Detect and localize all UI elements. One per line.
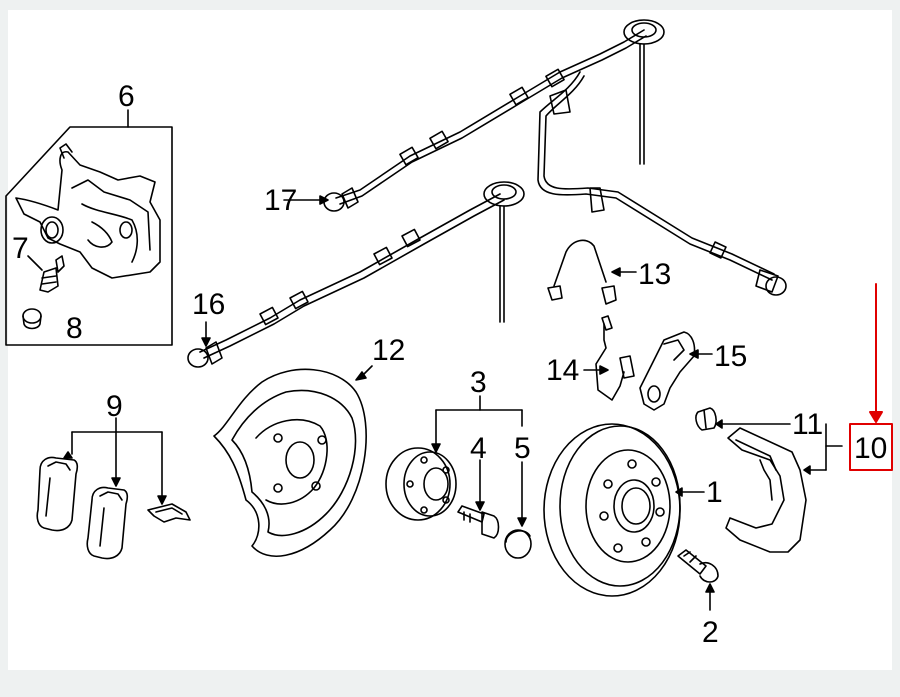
speed-sensor-15 [639, 331, 713, 411]
callout-17: 17 [264, 184, 297, 217]
callout-14: 14 [546, 354, 579, 387]
wear-sensor-13 [547, 239, 637, 305]
diagram-sheet [8, 10, 892, 670]
brake-rotor [543, 423, 719, 611]
highlight-marker [849, 283, 893, 471]
callout-12: 12 [372, 334, 405, 367]
harness-17 [283, 19, 787, 296]
hub-assembly [385, 395, 532, 559]
callout-10: 10 [854, 432, 887, 465]
callout-15: 15 [714, 340, 747, 373]
callout-3: 3 [470, 366, 487, 399]
wear-sensor-14 [583, 315, 635, 401]
callout-13: 13 [638, 258, 671, 291]
callout-labels: 6 7 8 9 17 16 12 3 4 5 1 2 13 14 15 11 1… [12, 80, 887, 649]
callout-1: 1 [706, 476, 723, 509]
callout-4: 4 [470, 432, 487, 465]
callout-8: 8 [66, 312, 83, 345]
callout-5: 5 [514, 432, 531, 465]
callout-11: 11 [792, 408, 823, 441]
caliper-carrier [695, 407, 843, 553]
backing-plate [213, 365, 373, 558]
callout-2: 2 [702, 616, 719, 649]
harness-16 [187, 181, 525, 368]
callout-7: 7 [12, 232, 29, 265]
caliper-inset [5, 109, 173, 346]
callout-9: 9 [106, 390, 123, 423]
brake-pads [36, 417, 191, 560]
callout-6: 6 [118, 80, 135, 113]
callout-16: 16 [192, 288, 225, 321]
